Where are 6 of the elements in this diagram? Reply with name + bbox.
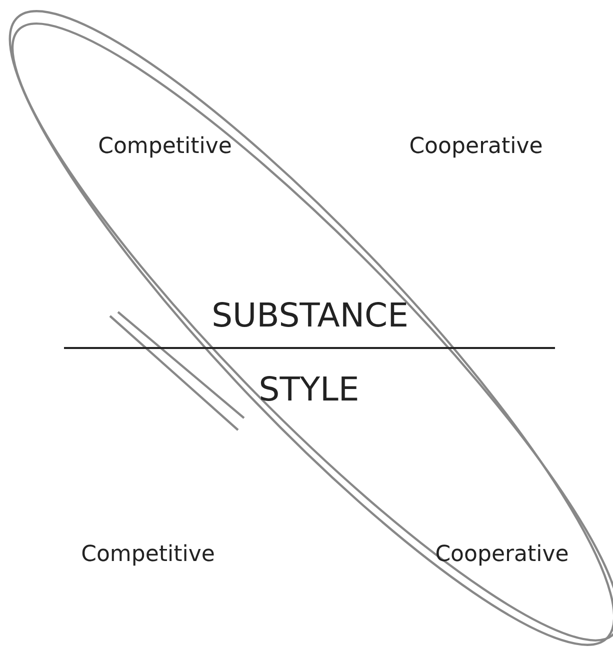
quadrant-label: Cooperative <box>435 544 569 566</box>
quadrant-label: Cooperative <box>409 136 543 158</box>
quadrant-label: Competitive <box>98 136 232 158</box>
quadrant-label: Competitive <box>81 544 215 566</box>
heading-text: SUBSTANCE <box>212 298 408 332</box>
heading-text: STYLE <box>258 372 360 406</box>
